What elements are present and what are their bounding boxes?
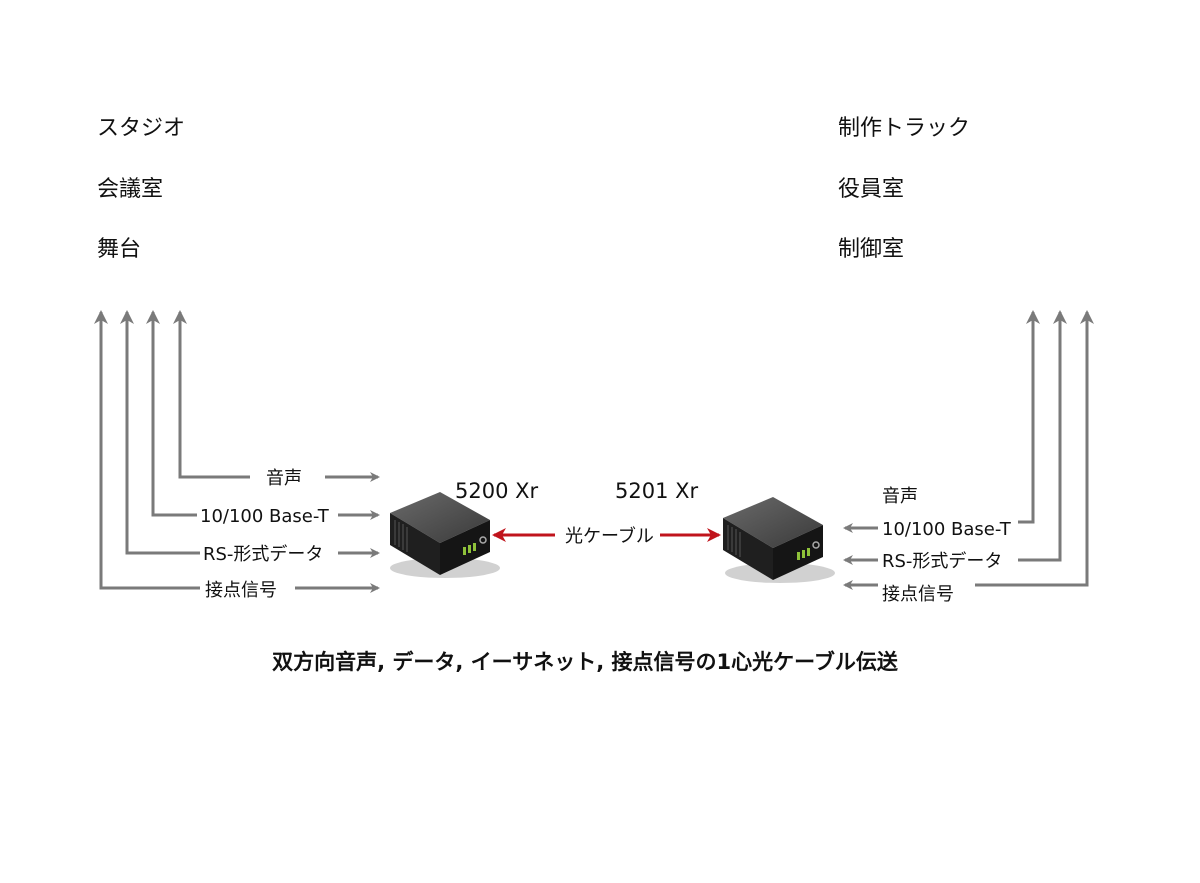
- signal-line: [975, 310, 1094, 587]
- signal-line: [94, 310, 200, 590]
- diagram-caption: 双方向音声, データ, イーサネット, 接点信号の1心光ケーブル伝送: [272, 650, 899, 674]
- location-label: スタジオ: [97, 116, 185, 141]
- signal-line: [1018, 310, 1040, 524]
- fiber-port-icon: [479, 536, 487, 544]
- signal-line: [173, 310, 250, 479]
- signal-label: 接点信号: [205, 580, 277, 601]
- device-label: 5201 Xr: [615, 479, 699, 503]
- signal-label: 接点信号: [882, 584, 954, 605]
- signal-label: RS-形式データ: [882, 551, 1002, 572]
- signal-label: 10/100 Base-T: [200, 506, 330, 527]
- right-locations: 制作トラック 役員室 制御室: [838, 116, 970, 262]
- led-icon: [463, 543, 476, 555]
- device-label: 5200 Xr: [455, 479, 539, 503]
- signal-label: RS-形式データ: [203, 544, 323, 565]
- fiber-port-icon: [812, 541, 820, 549]
- signal-line: [146, 310, 197, 517]
- device-5201xr: 5201 Xr: [615, 479, 835, 583]
- device-5200xr: 5200 Xr: [390, 479, 539, 578]
- left-locations: スタジオ 会議室 舞台: [97, 116, 185, 262]
- led-icon: [797, 548, 810, 560]
- location-label: 舞台: [97, 237, 141, 262]
- location-label: 役員室: [838, 177, 904, 202]
- signal-label: 音声: [266, 468, 302, 489]
- location-label: 制作トラック: [838, 116, 970, 141]
- signal-label: 音声: [882, 486, 918, 507]
- left-signal-labels: 音声 10/100 Base-T RS-形式データ 接点信号: [200, 468, 330, 601]
- signal-line: [120, 310, 200, 555]
- right-signal-lines: [843, 310, 1094, 590]
- left-signal-lines: [94, 310, 380, 593]
- location-label: 制御室: [838, 237, 904, 262]
- link-label: 光ケーブル: [565, 525, 654, 547]
- fiber-link: 光ケーブル: [492, 525, 721, 547]
- right-signal-labels: 音声 10/100 Base-T RS-形式データ 接点信号: [882, 486, 1012, 605]
- signal-line: [1018, 310, 1067, 562]
- signal-label: 10/100 Base-T: [882, 519, 1012, 540]
- location-label: 会議室: [97, 177, 163, 202]
